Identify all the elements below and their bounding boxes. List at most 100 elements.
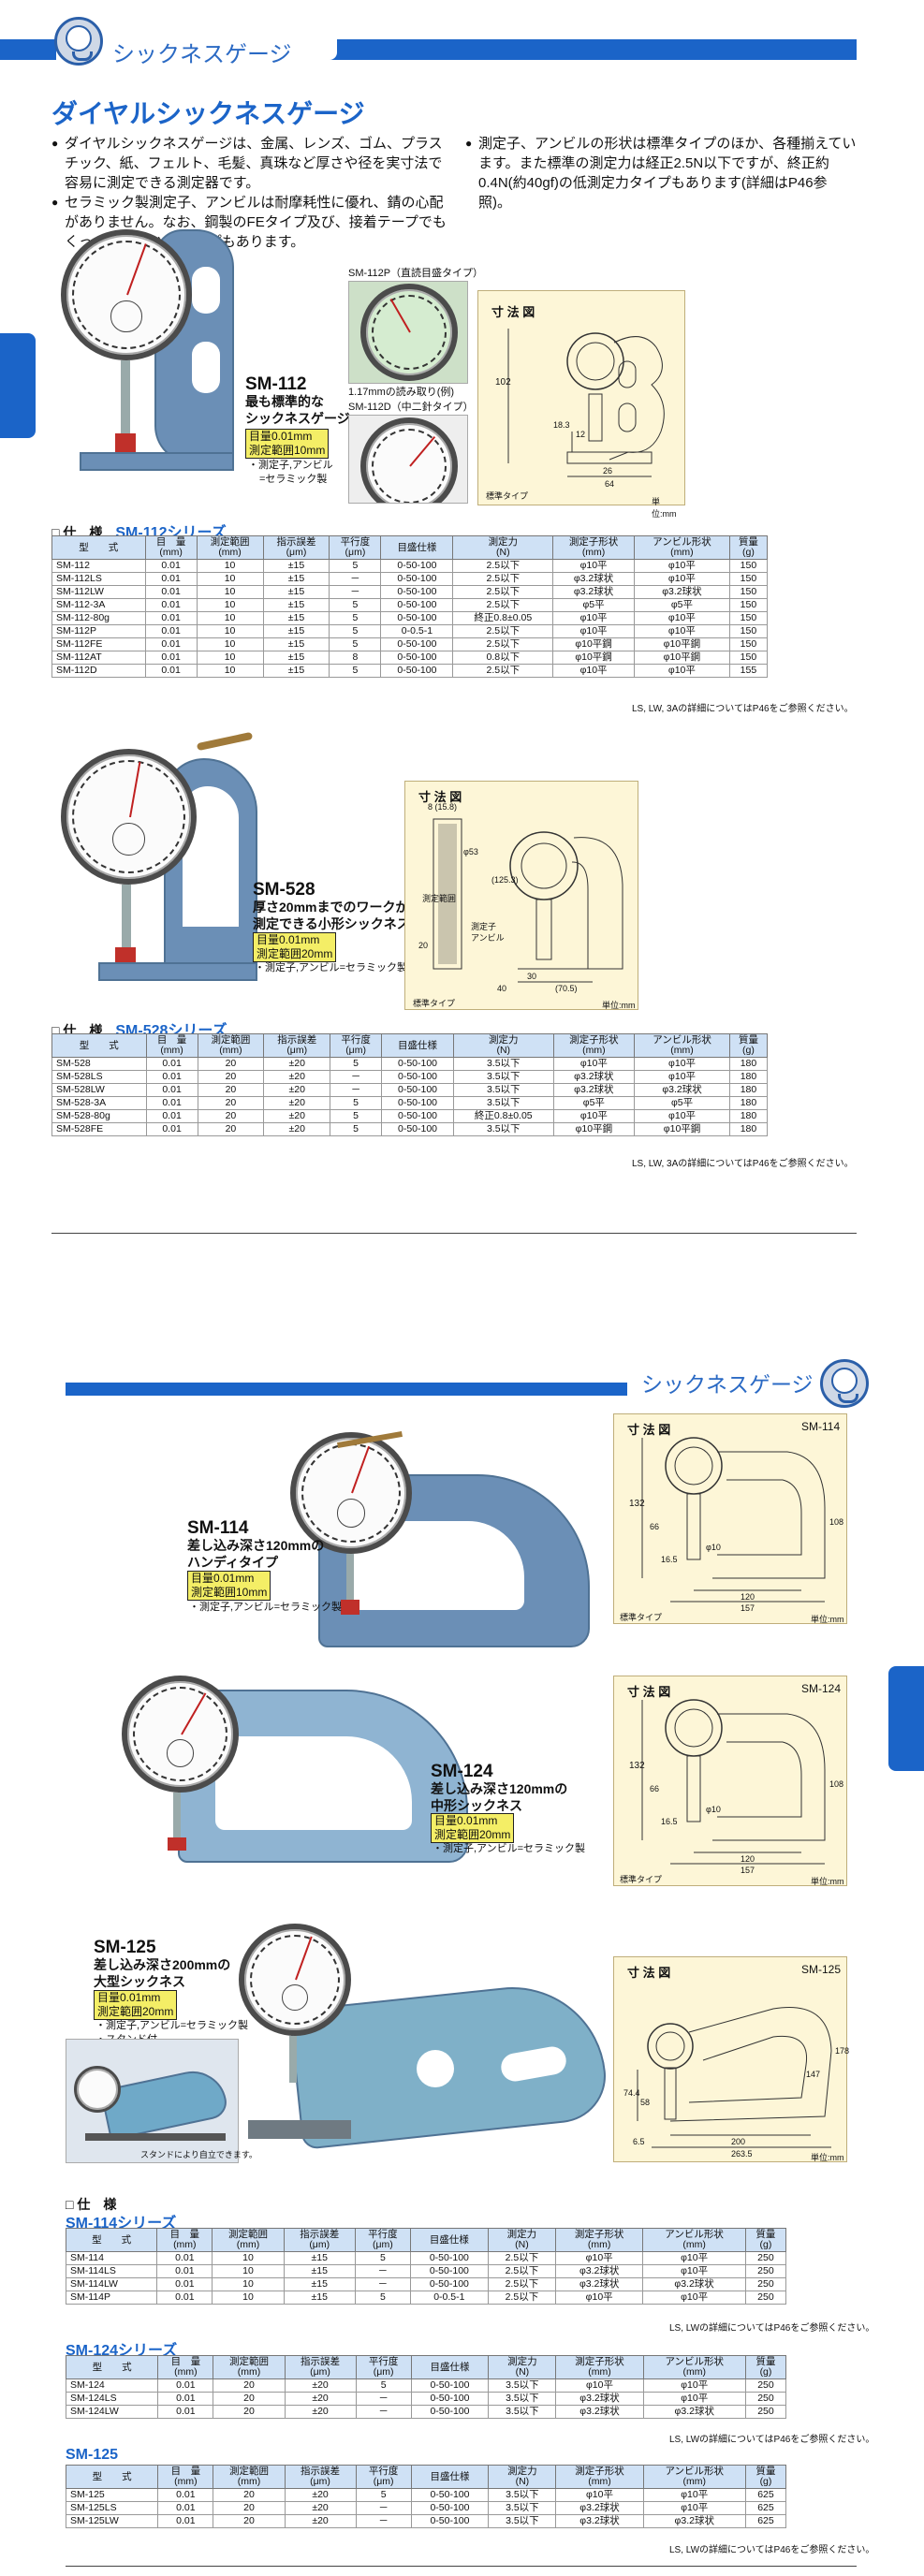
column-header: アンビル形状 (mm) bbox=[642, 2465, 746, 2489]
dim-label: 12 bbox=[576, 430, 586, 439]
dim-title: 寸 法 図 bbox=[491, 305, 535, 319]
model-cell: SM-112-3A bbox=[51, 598, 146, 612]
table-cell: 625 bbox=[744, 2514, 787, 2528]
dim-label: 108 bbox=[829, 1517, 844, 1527]
desc-line: 差し込み深さ120mmの bbox=[187, 1538, 325, 1553]
model-cell: SM-112D bbox=[51, 664, 146, 678]
table-cell: 20 bbox=[213, 2392, 286, 2406]
sm124-spec-box: 目量0.01mm 測定範囲20mm bbox=[431, 1813, 515, 1843]
dim-label: 18.3 bbox=[553, 420, 570, 430]
sm125-photo-caption: スタンドにより自立できます。 bbox=[140, 2150, 257, 2159]
table-cell: 2.5以下 bbox=[452, 637, 554, 651]
table-cell: φ10平 bbox=[634, 1070, 730, 1084]
table-cell: 150 bbox=[728, 559, 769, 573]
spec-line: 目量0.01mm bbox=[257, 933, 320, 946]
table-cell: － bbox=[355, 2392, 412, 2406]
table-cell: 250 bbox=[744, 2251, 787, 2265]
model-cell: SM-528LS bbox=[51, 1070, 147, 1084]
column-header: 目 量 (mm) bbox=[145, 1033, 198, 1058]
sm114-spec-box: 目量0.01mm 測定範囲10mm bbox=[187, 1571, 271, 1601]
table-cell: 0.01 bbox=[145, 1057, 198, 1071]
table-cell: 150 bbox=[728, 624, 769, 638]
table-cell: 0.01 bbox=[156, 2251, 213, 2265]
table-cell: 0-50-100 bbox=[410, 2501, 490, 2515]
sm114-desc: 差し込み深さ120mmの ハンディタイプ bbox=[187, 1537, 324, 1571]
dim-label: 200 bbox=[731, 2137, 746, 2146]
table-cell: φ3.2球状 bbox=[555, 2277, 644, 2291]
table-cell: 3.5以下 bbox=[488, 2392, 557, 2406]
sm112-note: ・測定子,アンビル =セラミック製 bbox=[248, 459, 333, 487]
dim-label: 66 bbox=[650, 1522, 660, 1531]
desc-line: シックネスゲージ bbox=[245, 411, 350, 426]
table-cell: ±15 bbox=[283, 2291, 356, 2305]
table-cell: φ10平 bbox=[633, 624, 730, 638]
table-cell: φ3.2球状 bbox=[633, 585, 730, 599]
table-cell: 0-50-100 bbox=[380, 559, 454, 573]
table-cell: 10 bbox=[196, 651, 264, 665]
dim-unit-label: 単位:mm bbox=[811, 1615, 844, 1624]
dim-label: 8 (15.8) bbox=[428, 802, 458, 812]
dim-title: 寸 法 図 bbox=[627, 1966, 671, 1980]
table-cell: 0.01 bbox=[157, 2514, 214, 2528]
table-cell: φ3.2球状 bbox=[552, 572, 635, 586]
column-header: 型 式 bbox=[65, 2355, 159, 2379]
sm125-name: SM-125 bbox=[94, 1938, 156, 1957]
model-cell: SM-528LW bbox=[51, 1083, 147, 1097]
table-cell: ±15 bbox=[262, 664, 330, 678]
table-cell: － bbox=[354, 2264, 411, 2278]
table-cell: 3.5以下 bbox=[452, 1122, 554, 1136]
column-header: 測定範囲 (mm) bbox=[197, 1033, 265, 1058]
model-cell: SM-124 bbox=[65, 2378, 159, 2393]
dim-label: 102 bbox=[495, 377, 511, 388]
dim-label: 16.5 bbox=[661, 1817, 678, 1826]
table-cell: 0.01 bbox=[157, 2378, 214, 2393]
table-cell: 180 bbox=[728, 1109, 769, 1123]
table-cell: 20 bbox=[213, 2501, 286, 2515]
table-cell: 10 bbox=[212, 2251, 285, 2265]
table-cell: ±20 bbox=[284, 2392, 357, 2406]
table-cell: － bbox=[330, 1083, 383, 1097]
dim-unit-label: 単位:mm bbox=[602, 1001, 636, 1010]
model-cell: SM-112 bbox=[51, 559, 146, 573]
column-header: 型 式 bbox=[65, 2465, 159, 2489]
sm114-dimension-drawing: 寸 法 図 SM-114 132 66 16.5 φ10 108 120 157… bbox=[613, 1413, 847, 1624]
table-cell: φ3.2球状 bbox=[642, 2405, 746, 2419]
table-cell: φ5平 bbox=[552, 1096, 636, 1110]
table-cell: φ5平 bbox=[634, 1096, 730, 1110]
table-cell: 150 bbox=[728, 611, 769, 625]
lower-spec-heading: □ 仕 様 bbox=[66, 2197, 117, 2212]
sm125-spec-box: 目量0.01mm 測定範囲20mm bbox=[94, 1990, 178, 2020]
table-cell: 150 bbox=[728, 572, 769, 586]
dim-std-label: 標準タイプ bbox=[486, 491, 529, 501]
table-cell: 0-50-100 bbox=[381, 1096, 454, 1110]
table-cell: φ10平 bbox=[642, 2291, 746, 2305]
table-cell: 180 bbox=[728, 1122, 769, 1136]
sm112-desc: 最も標準的な シックネスゲージ bbox=[245, 393, 350, 427]
spec-line: 測定範囲20mm bbox=[257, 947, 333, 960]
table-cell: ±15 bbox=[262, 572, 330, 586]
column-header: 目盛仕様 bbox=[381, 1033, 454, 1058]
table-cell: 5 bbox=[354, 2291, 411, 2305]
series-name: SM-114シリーズ bbox=[66, 2216, 177, 2232]
spec-line: 目量0.01mm bbox=[434, 1814, 498, 1827]
table-cell: 10 bbox=[196, 585, 264, 599]
table-cell: 0.01 bbox=[157, 2501, 214, 2515]
table-cell: ±20 bbox=[284, 2378, 357, 2393]
table-cell: 0-50-100 bbox=[409, 2264, 489, 2278]
table-cell: φ10平 bbox=[642, 2251, 746, 2265]
table-cell: 150 bbox=[728, 651, 769, 665]
dim-label: 263.5 bbox=[731, 2149, 753, 2159]
column-header: 測定力 (N) bbox=[488, 2355, 557, 2379]
table-cell: ±15 bbox=[283, 2277, 356, 2291]
table-cell: 5 bbox=[329, 624, 382, 638]
sm114-dim-svg bbox=[641, 1437, 826, 1603]
table-cell: φ10平 bbox=[633, 559, 730, 573]
table-cell: φ3.2球状 bbox=[634, 1083, 730, 1097]
table-cell: 250 bbox=[744, 2378, 787, 2393]
desc-line: 中形シックネス bbox=[431, 1798, 522, 1813]
table-cell: φ5平 bbox=[633, 598, 730, 612]
sm124-table-note: LS, LWの詳細についてはP46をご参照ください。 bbox=[669, 2435, 875, 2445]
